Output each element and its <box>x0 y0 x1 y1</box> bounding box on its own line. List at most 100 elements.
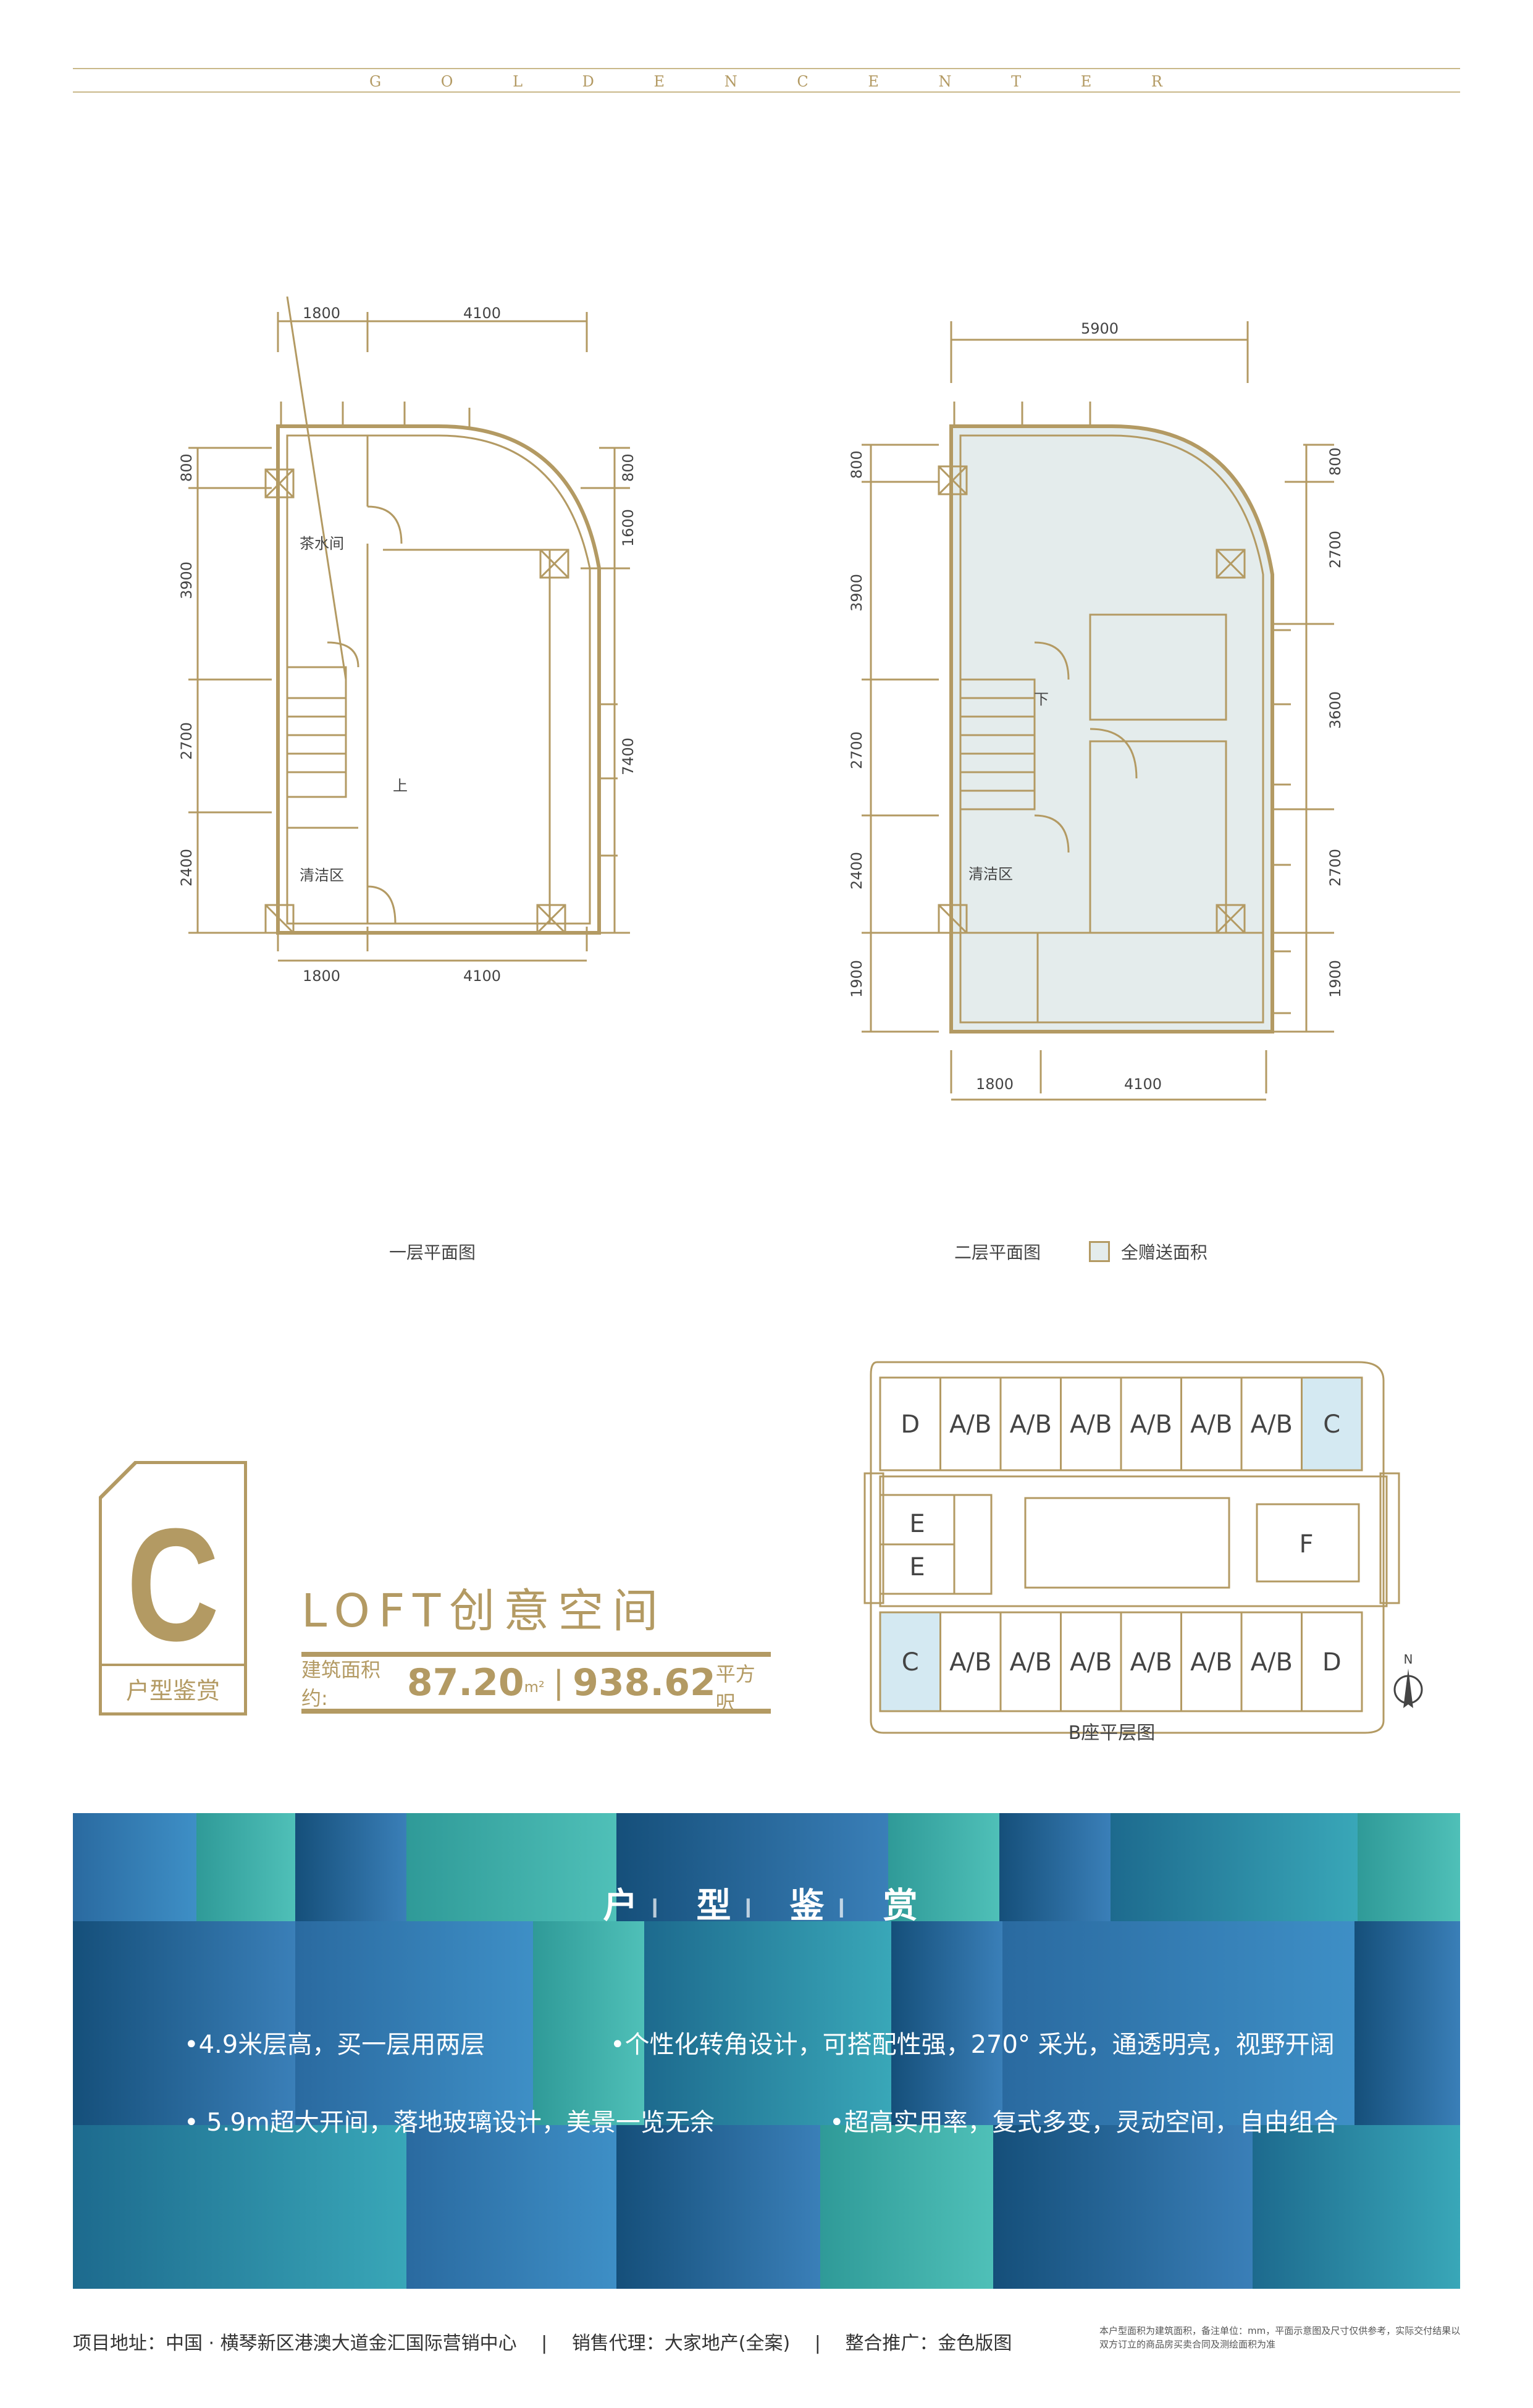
first-floor-plan: 1800 4100 1800 4100 800 3900 2700 2400 8… <box>178 297 637 985</box>
first-right-dim-3: 7400 <box>620 738 637 775</box>
brand-letter: T <box>1011 73 1023 90</box>
legend-label: 全赠送面积 <box>1120 1242 1208 1263</box>
first-right-dim-2: 1600 <box>620 509 637 547</box>
brand-letter: O <box>440 73 455 90</box>
brand-letter: L <box>513 73 524 90</box>
brand-letter: N <box>724 73 739 90</box>
feature-1: •4.9米层高，买一层用两层 <box>184 2031 485 2059</box>
brand-letter: N <box>938 73 953 90</box>
key-plan-cell-label: C <box>902 1648 919 1677</box>
area-sqft: 938.62 <box>573 1661 716 1704</box>
north-label: N <box>1404 1652 1413 1667</box>
second-room-clean: 清洁区 <box>968 865 1013 883</box>
second-top-dim-1: 5900 <box>1081 320 1119 337</box>
second-bottom-dim-1: 1800 <box>976 1076 1014 1093</box>
north-arrow-icon: N <box>1393 1652 1423 1708</box>
brand-letter: C <box>797 73 810 90</box>
key-plan-cell-label: D <box>901 1410 920 1439</box>
key-f: F <box>1299 1530 1313 1559</box>
key-plan-cell-label: A/B <box>1251 1410 1293 1439</box>
first-top-dim-1: 1800 <box>303 305 340 322</box>
second-floor-plan: 5900 1800 4100 800 3900 2700 2400 1900 8… <box>848 320 1344 1101</box>
key-plan-cell-label: A/B <box>1130 1410 1172 1439</box>
first-stair-up: 上 <box>393 777 408 794</box>
footer-agent: 销售代理：大家地产(全案) <box>571 2333 791 2354</box>
banner-title-char-3: 鉴 <box>789 1886 837 1926</box>
key-plan-cell-label: A/B <box>1251 1648 1293 1677</box>
brand-letter: E <box>653 73 666 90</box>
key-plan-cell-label: A/B <box>1070 1410 1112 1439</box>
first-left-dim-2: 3900 <box>178 562 195 599</box>
banner-title-char-4: 赏 <box>883 1886 930 1926</box>
footer-sep-1: | <box>541 2333 548 2354</box>
second-floor-legend-row: 二层平面图 全赠送面积 <box>954 1239 1208 1264</box>
area-unit-sqm: m² <box>524 1678 545 1696</box>
second-right-dim-3: 3600 <box>1327 691 1344 729</box>
area-sqm: 87.20 <box>406 1661 524 1704</box>
unit-badge: C 户型鉴赏 <box>99 1461 247 1715</box>
brand-letter: E <box>1080 73 1093 90</box>
header-rule-bottom <box>73 91 1460 93</box>
first-right-dim-1: 800 <box>620 453 637 482</box>
banner-title-char-1: 户 <box>603 1886 650 1926</box>
key-plan-cell-label: A/B <box>949 1410 991 1439</box>
second-bottom-dim-2: 4100 <box>1124 1076 1162 1093</box>
key-plan-cell-label: A/B <box>949 1648 991 1677</box>
footer-note: 本户型面积为建筑面积，备注单位：mm，平面示意图及尺寸仅供参考，实际交付结果以双… <box>1099 2325 1461 2350</box>
first-left-dim-3: 2700 <box>178 722 195 760</box>
unit-title: LOFT创意空间 <box>301 1585 667 1638</box>
feature-3: • 5.9m超大开间，落地玻璃设计，美景一览无余 <box>184 2108 715 2137</box>
footer-address: 项目地址：中国 · 横琴新区港澳大道金汇国际营销中心 <box>73 2333 517 2354</box>
first-top-dim-2: 4100 <box>463 305 501 322</box>
brand-letter: D <box>582 73 595 90</box>
first-left-dim-4: 2400 <box>178 849 195 886</box>
key-plan-cell <box>1301 1611 1363 1712</box>
first-floor-caption: 一层平面图 <box>389 1242 476 1263</box>
feature-2: •个性化转角设计，可搭配性强，270° 采光，通透明亮，视野开阔 <box>610 2031 1335 2059</box>
banner-background <box>73 1813 1460 2289</box>
key-plan-cell-label: A/B <box>1070 1648 1112 1677</box>
unit-letter: C <box>127 1495 219 1674</box>
footer-info: 项目地址：中国 · 横琴新区港澳大道金汇国际营销中心 | 销售代理：大家地产(全… <box>73 2328 1012 2355</box>
banner-title: 户ı 型ı 鉴ı 赏 <box>603 1886 930 1926</box>
brand-letter: R <box>1151 73 1164 90</box>
first-bottom-dim-2: 4100 <box>463 967 501 985</box>
key-plan-cell-label: D <box>1322 1648 1342 1677</box>
banner-title-char-2: 型 <box>696 1886 744 1926</box>
key-e-1: E <box>909 1510 925 1538</box>
brand-letter: G <box>369 73 383 90</box>
first-left-dim-1: 800 <box>178 453 195 482</box>
second-floor-caption: 二层平面图 <box>954 1242 1041 1263</box>
unit-badge-label: 户型鉴赏 <box>126 1677 220 1704</box>
area-row: 建筑面积约: 87.20 m² | 938.62 平方呎 <box>301 1652 771 1714</box>
first-bottom-dim-1: 1800 <box>303 967 340 985</box>
key-plan-cell <box>1301 1376 1363 1471</box>
second-left-dim-4: 2400 <box>848 852 865 890</box>
second-right-dim-4: 2700 <box>1327 849 1344 886</box>
second-stair-down: 下 <box>1034 691 1049 708</box>
area-unit-sqft: 平方呎 <box>715 1662 755 1714</box>
second-right-dim-1: 800 <box>1327 447 1344 476</box>
second-left-dim-2: 3900 <box>848 574 865 612</box>
second-right-dim-2: 2700 <box>1327 531 1344 568</box>
area-divider: | <box>553 1664 565 1701</box>
footer-promo: 整合推广：金色版图 <box>845 2333 1012 2354</box>
header-rule-top <box>73 68 1460 69</box>
second-left-dim-1: 800 <box>848 450 865 479</box>
feature-4: •超高实用率，复式多变，灵动空间，自由组合 <box>830 2108 1338 2137</box>
key-plan-caption: B座平层图 <box>1069 1722 1156 1744</box>
key-plan-cell-label: C <box>1323 1410 1340 1439</box>
feature-banner: 户ı 型ı 鉴ı 赏 •4.9米层高，买一层用两层 •个性化转角设计，可搭配性强… <box>73 1813 1460 2289</box>
legend-swatch-icon <box>1088 1241 1110 1262</box>
first-room-tea: 茶水间 <box>300 535 344 552</box>
brand-letter: E <box>868 73 880 90</box>
key-plan-cell-label: A/B <box>1190 1410 1232 1439</box>
second-right-dim-5: 1900 <box>1327 960 1344 998</box>
key-e-2: E <box>909 1553 925 1581</box>
key-plan-cell <box>879 1611 941 1712</box>
key-plan-cell-label: A/B <box>1010 1648 1052 1677</box>
